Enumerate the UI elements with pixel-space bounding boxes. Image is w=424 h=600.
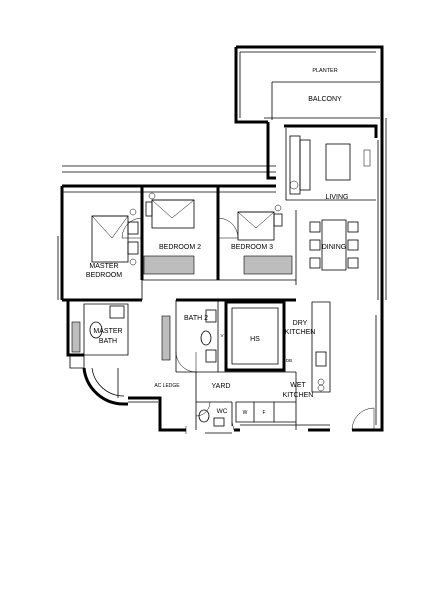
wet-kitchen-label-line2: KITCHEN xyxy=(283,392,314,399)
dry-kitchen-label-line2: KITCHEN xyxy=(285,329,316,336)
living-furniture xyxy=(289,135,371,195)
bedroom3-bed xyxy=(237,204,293,275)
wet-kitchen-label-line1: WET xyxy=(290,382,306,389)
washer-label: W xyxy=(243,410,248,416)
bath2-fixtures xyxy=(161,309,217,363)
dining-table xyxy=(309,219,359,271)
exterior-walls xyxy=(57,45,387,434)
master-bedroom-label-line1: MASTER xyxy=(89,263,118,270)
master-bath-label-line1: MASTER xyxy=(93,328,122,335)
fridge-label: F xyxy=(262,410,265,416)
planter-label: PLANTER xyxy=(312,68,337,74)
dining-label: DINING xyxy=(322,244,347,251)
master-bed xyxy=(91,208,139,266)
bedroom2-bed xyxy=(143,192,195,275)
ac-ledge-label: AC LEDGE xyxy=(154,383,180,389)
kitchen-fixtures xyxy=(315,351,327,392)
hs-label: HS xyxy=(250,336,260,343)
bedroom3-label: BEDROOM 3 xyxy=(231,244,273,251)
furniture xyxy=(71,135,371,427)
balcony-label: BALCONY xyxy=(308,96,342,103)
interior-walls xyxy=(62,124,378,430)
bedroom2-label: BEDROOM 2 xyxy=(159,244,201,251)
db-label: DB xyxy=(286,358,292,363)
master-bedroom-label-line2: BEDROOM xyxy=(86,272,122,279)
dry-kitchen-label-line1: DRY xyxy=(293,320,308,327)
master-bath-label-line2: BATH xyxy=(99,338,117,345)
living-label: LIVING xyxy=(326,194,349,201)
yard-label: YARD xyxy=(212,383,231,390)
bath2-label: BATH 2 xyxy=(184,315,208,322)
wc-label: WC xyxy=(217,408,228,415)
wc-fixtures xyxy=(198,409,225,427)
bay-window xyxy=(82,367,128,406)
room-labels: PLANTER BALCONY LIVING DINING BEDROOM 2 … xyxy=(86,68,349,416)
master-bath-fixtures xyxy=(71,305,125,353)
vanity-label: V xyxy=(220,333,223,338)
